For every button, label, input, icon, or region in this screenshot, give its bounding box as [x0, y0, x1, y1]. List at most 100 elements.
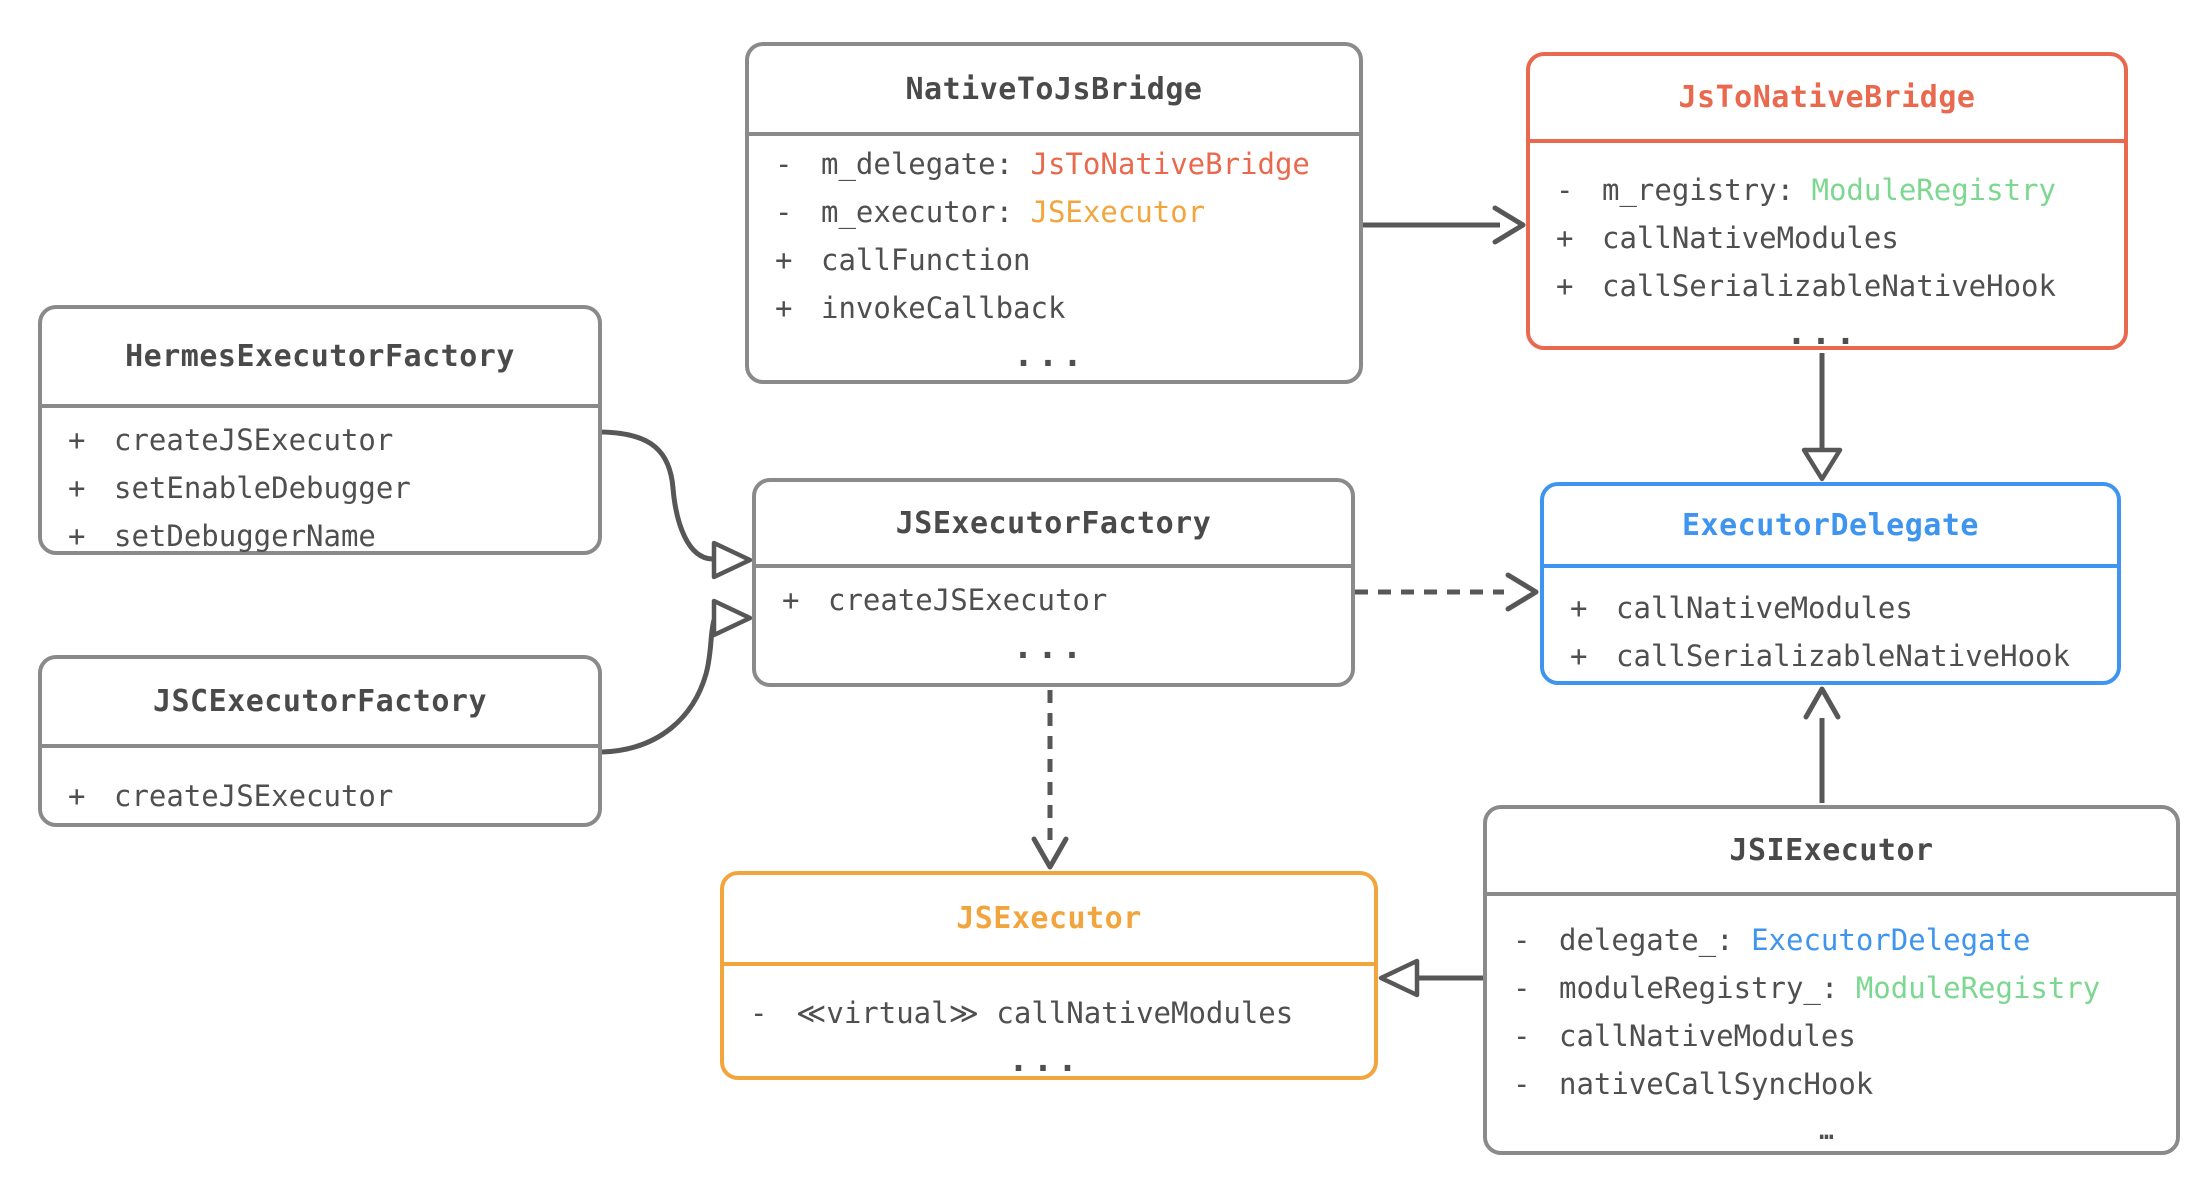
- member-type-ref: ModuleRegistry: [1811, 173, 2056, 207]
- member-visibility-sign: +: [68, 423, 86, 457]
- ellipsis-row: ...: [1013, 335, 1087, 375]
- arrow-JSIExecutor-to-JSExecutor: [1378, 958, 1483, 998]
- member-text: callSerializableNativeHook: [1602, 269, 2056, 303]
- solid-arrow-line: [601, 619, 717, 755]
- class-box-jsToNativeBridge: JsToNativeBridge -m_registry: ModuleRegis…: [1526, 52, 2128, 350]
- class-header: ExecutorDelegate: [1544, 486, 2117, 564]
- arrow-JSIExecutor-to-ExecutorDelegate: [1803, 686, 1841, 803]
- member-text: createJSExecutor: [114, 779, 394, 813]
- class-header: JSIExecutor: [1487, 809, 2176, 892]
- member-visibility-sign: -: [1513, 1019, 1531, 1053]
- class-title: JSCExecutorFactory: [152, 684, 488, 719]
- ellipsis-row: ...: [1008, 1040, 1082, 1080]
- arrow-NativeToJsBridge-to-JsToNativeBridge: [1363, 205, 1526, 245]
- member-type-ref: ModuleRegistry: [1855, 971, 2101, 1005]
- member-visibility-sign: +: [1556, 221, 1574, 255]
- member-row: -m_delegate: JsToNativeBridge: [775, 140, 1351, 188]
- class-header: JSExecutorFactory: [756, 482, 1351, 564]
- arrow-HermesExecutorFactory-to-JSExecutorFactory: [601, 429, 753, 580]
- member-row: +callSerializableNativeHook: [1556, 262, 2116, 310]
- member-visibility-sign: +: [68, 779, 86, 813]
- class-box-jsExecutor: JSExecutor-≪virtual≫ callNativeModules..…: [720, 871, 1378, 1080]
- member-text: callSerializableNativeHook: [1616, 639, 2070, 673]
- open-arrowhead: [1505, 572, 1539, 612]
- class-header: HermesExecutorFactory: [42, 309, 598, 404]
- class-header: JSCExecutorFactory: [42, 659, 598, 744]
- class-box-jscExecutorFactory: JSCExecutorFactory + createJSExecutor: [38, 655, 602, 827]
- solid-arrow-line: [601, 429, 713, 562]
- class-members: + createJSExecutor: [42, 744, 598, 823]
- arrow-JSCExecutorFactory-to-JSExecutorFactory: [601, 598, 753, 755]
- class-title: JSExecutorFactory: [895, 505, 1212, 541]
- class-header: JsToNativeBridge: [1530, 56, 2124, 139]
- member-text: m_executor:: [821, 195, 1031, 229]
- member-row: -m_registry: ModuleRegistry: [1556, 166, 2116, 214]
- member-visibility-sign: +: [68, 471, 86, 505]
- class-title: JsToNativeBridge: [1678, 80, 1976, 115]
- member-type-ref: ExecutorDelegate: [1751, 923, 2031, 957]
- member-visibility-sign: +: [782, 583, 800, 617]
- member-visibility-sign: -: [775, 195, 793, 229]
- class-members: -≪virtual≫ callNativeModules...: [724, 962, 1374, 1083]
- class-members: + createJSExecutor + setEnableDebugger + setD…: [42, 404, 598, 560]
- ellipsis-row: …: [1819, 1117, 1836, 1145]
- member-type-ref: JSExecutor: [1030, 195, 1206, 229]
- hollow-triangle-arrowhead: [711, 540, 753, 580]
- member-text: delegate_:: [1559, 923, 1752, 957]
- member-visibility-sign: +: [775, 243, 793, 277]
- class-title: ExecutorDelegate: [1682, 507, 1979, 543]
- class-members: -delegate_: ExecutorDelegate-moduleRegis…: [1487, 892, 2176, 1154]
- open-arrowhead: [1031, 836, 1069, 870]
- member-type-ref: JsToNativeBridge: [1030, 147, 1310, 181]
- member-visibility-sign: -: [1556, 173, 1574, 207]
- member-row: -delegate_: ExecutorDelegate: [1513, 916, 2168, 964]
- member-visibility-sign: -: [1513, 923, 1531, 957]
- arrow-JSExecutorFactory-to-ExecutorDelegate: [1355, 572, 1539, 612]
- class-members: + createJSExecutor...: [756, 564, 1351, 683]
- class-header: NativeToJsBridge: [749, 46, 1359, 132]
- member-row: + setEnableDebugger: [68, 464, 590, 512]
- class-members: +callNativeModules+callSerializableNativ…: [1544, 564, 2117, 681]
- class-members: -m_delegate: JsToNativeBridge-m_executor…: [749, 132, 1359, 380]
- member-visibility-sign: -: [775, 147, 793, 181]
- class-header: JSExecutor: [724, 875, 1374, 962]
- class-box-jsExecutorFactory: JSExecutorFactory + createJSExecutor...: [752, 478, 1355, 687]
- arrow-JsToNativeBridge-to-ExecutorDelegate: [1801, 353, 1843, 482]
- ellipsis-row: ...: [1786, 313, 1860, 353]
- member-text: setDebuggerName: [114, 519, 376, 553]
- member-text: invokeCallback: [821, 291, 1066, 325]
- arrow-JSExecutorFactory-to-JSExecutor: [1031, 690, 1069, 870]
- open-arrowhead: [1803, 686, 1841, 720]
- hollow-triangle-arrowhead: [1801, 447, 1843, 482]
- member-row: -nativeCallSyncHook: [1513, 1060, 2168, 1108]
- member-row: -moduleRegistry_: ModuleRegistry: [1513, 964, 2168, 1012]
- member-row: -callNativeModules: [1513, 1012, 2168, 1060]
- member-row: + setDebuggerName: [68, 512, 590, 560]
- member-text: nativeCallSyncHook: [1559, 1067, 1874, 1101]
- open-arrowhead: [1492, 205, 1526, 245]
- member-visibility-sign: -: [1513, 1067, 1531, 1101]
- ellipsis-row: ...: [1012, 627, 1087, 667]
- member-text: callNativeModules: [1559, 1019, 1856, 1053]
- member-visibility-sign: +: [775, 291, 793, 325]
- class-box-jsiExecutor: JSIExecutor-delegate_: ExecutorDelegate-…: [1483, 805, 2180, 1155]
- member-visibility-sign: +: [68, 519, 86, 553]
- hollow-triangle-arrowhead: [711, 598, 753, 638]
- member-text: callFunction: [821, 243, 1031, 277]
- member-text: ≪virtual≫ callNativeModules: [796, 996, 1294, 1030]
- member-row: + createJSExecutor: [68, 772, 590, 820]
- member-visibility-sign: -: [750, 996, 768, 1030]
- member-text: createJSExecutor: [828, 583, 1108, 617]
- member-text: setEnableDebugger: [114, 471, 411, 505]
- member-text: createJSExecutor: [114, 423, 394, 457]
- member-row: + callFunction: [775, 236, 1351, 284]
- member-row: + createJSExecutor: [782, 576, 1343, 624]
- member-row: +callSerializableNativeHook: [1570, 632, 2109, 680]
- member-row: +callNativeModules: [1570, 584, 2109, 632]
- class-members: -m_registry: ModuleRegistry+callNativeMo…: [1530, 139, 2124, 356]
- member-visibility-sign: -: [1513, 971, 1531, 1005]
- member-row: + createJSExecutor: [68, 416, 590, 464]
- class-box-hermesExecutorFactory: HermesExecutorFactory + createJSExecutor + s…: [38, 305, 602, 555]
- member-row: +callNativeModules: [1556, 214, 2116, 262]
